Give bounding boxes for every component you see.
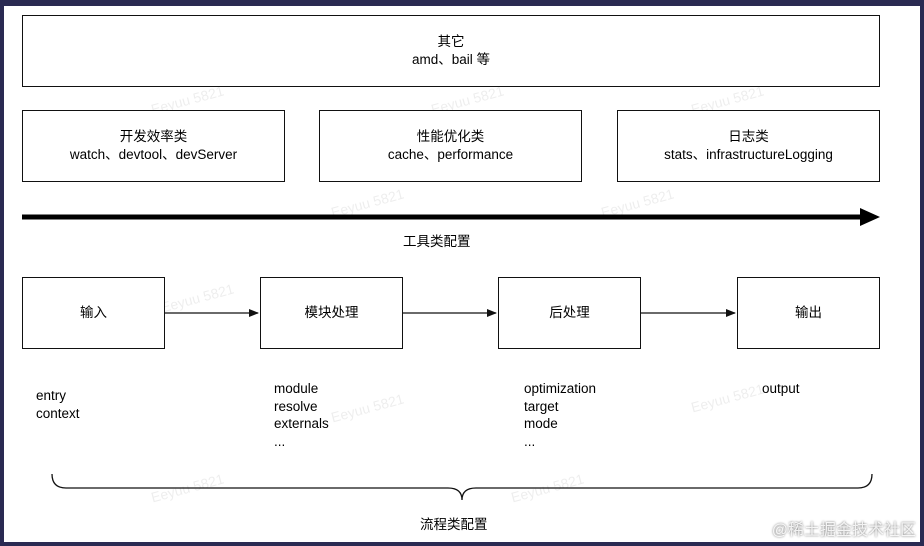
other-config-subtitle: amd、bail 等 [411, 52, 491, 67]
list-item: context [36, 405, 80, 421]
flow-box-module-label: 模块处理 [304, 305, 359, 320]
tool-config-label: 工具类配置 [403, 234, 471, 249]
list-item: module [274, 381, 319, 396]
list-item: mode [524, 416, 558, 431]
logging-title: 日志类 [728, 129, 769, 144]
performance-title: 性能优化类 [416, 129, 485, 144]
list-item: resolve [274, 398, 318, 414]
list-item: ... [524, 433, 536, 449]
dev-efficiency-box: 开发效率类 watch、devtool、devServer [22, 110, 285, 182]
other-config-box: 其它 amd、bail 等 [22, 15, 880, 87]
dev-efficiency-subtitle: watch、devtool、devServer [69, 147, 238, 162]
flow-config-label: 流程类配置 [420, 517, 488, 532]
diagram-canvas [4, 6, 920, 542]
list-item: ... [274, 433, 286, 449]
flow-box-input: 输入 [22, 277, 165, 349]
dev-efficiency-title: 开发效率类 [119, 129, 188, 144]
performance-subtitle: cache、performance [387, 147, 514, 162]
flow-box-output-label: 输出 [795, 305, 822, 320]
list-item: output [762, 381, 800, 396]
other-config-title: 其它 [437, 34, 465, 49]
list-item: optimization [524, 381, 597, 396]
flow-box-output: 输出 [737, 277, 880, 349]
output-options-list: output [762, 380, 800, 398]
logging-subtitle: stats、infrastructureLogging [664, 147, 833, 162]
performance-box: 性能优化类 cache、performance [319, 110, 582, 182]
flow-box-input-label: 输入 [80, 305, 107, 320]
logging-box: 日志类 stats、infrastructureLogging [617, 110, 880, 182]
flow-box-post: 后处理 [498, 277, 641, 349]
input-options-list: entry context [36, 387, 80, 422]
module-options-list: module resolve externals ... [274, 380, 329, 450]
list-item: target [524, 398, 559, 414]
flow-box-post-label: 后处理 [549, 305, 590, 320]
list-item: externals [274, 416, 329, 431]
flow-box-module: 模块处理 [260, 277, 403, 349]
list-item: entry [36, 388, 67, 403]
post-options-list: optimization target mode ... [524, 380, 596, 450]
brand-watermark: @稀土掘金技术社区 [771, 522, 916, 539]
